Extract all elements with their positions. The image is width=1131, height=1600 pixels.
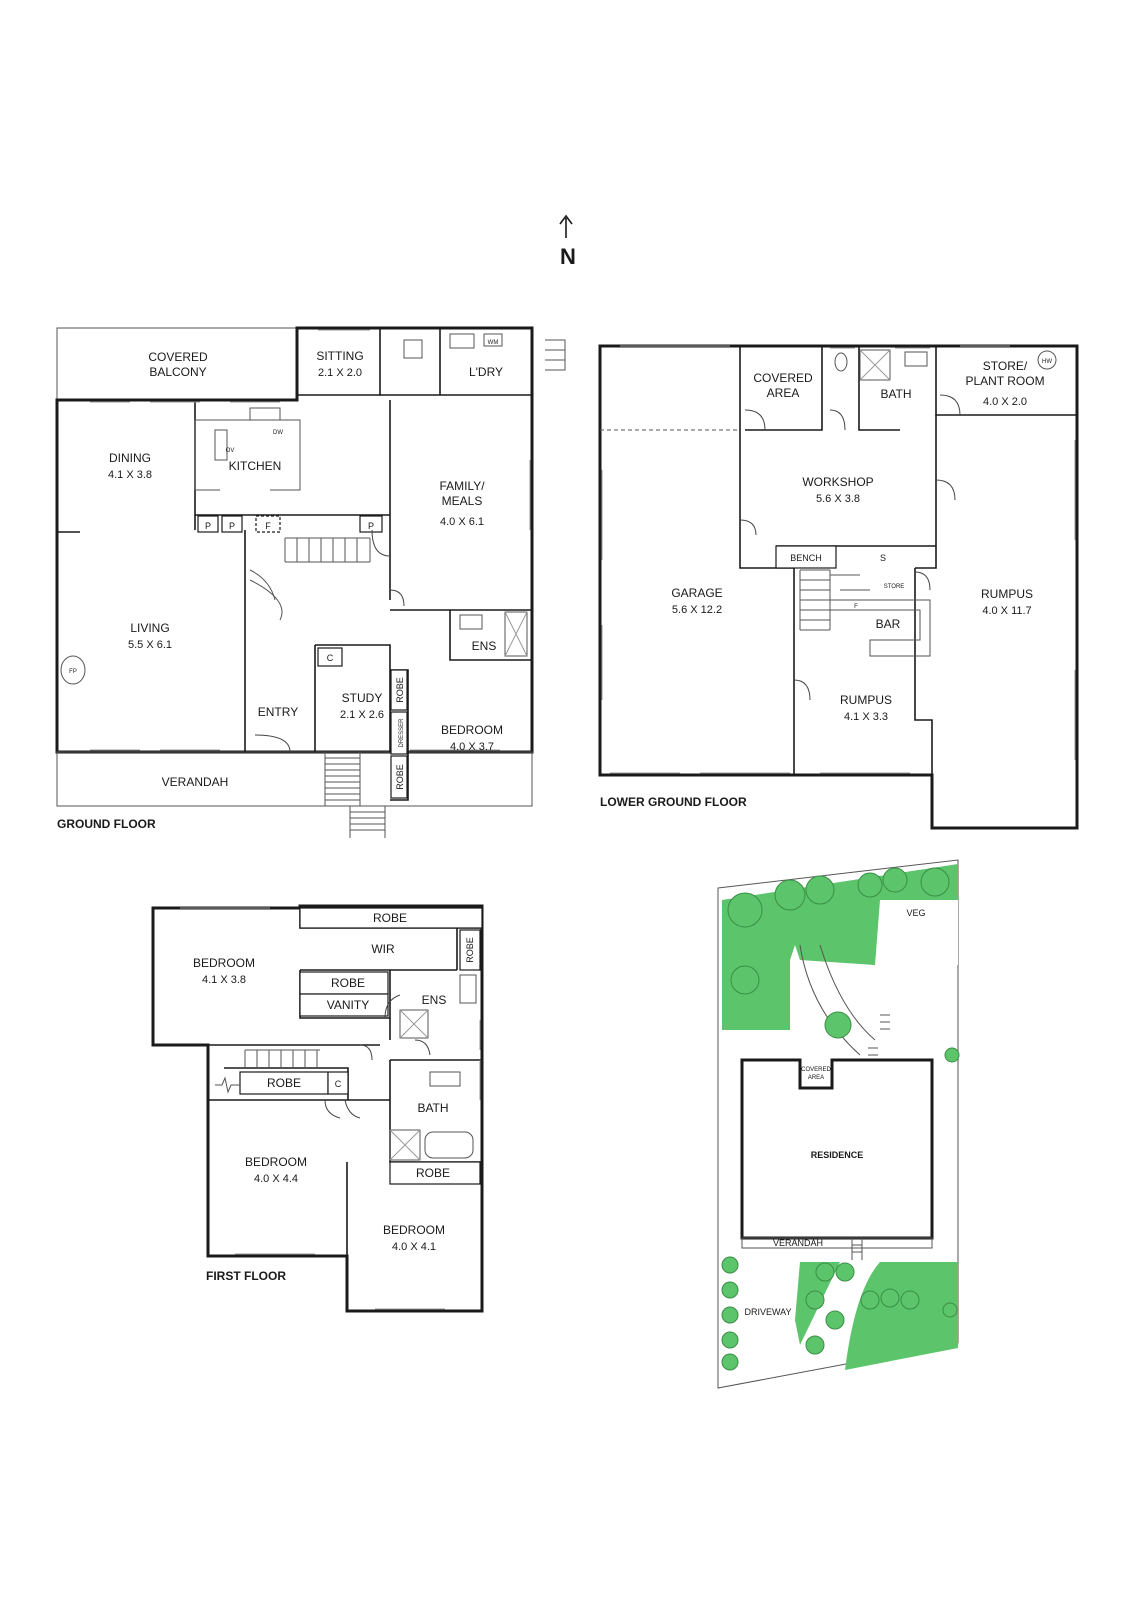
- robe-label-1: ROBE: [395, 677, 405, 703]
- veg-label: VEG: [906, 908, 925, 918]
- study-label: STUDY: [342, 691, 383, 705]
- bedroom-label: BEDROOM: [441, 723, 503, 737]
- ff-ensuite-label: ENS: [422, 993, 447, 1007]
- first-floor-plan: ROBE WIR ROBE BEDROOM 4.1 X 3.8 ROBE VAN…: [151, 904, 484, 1313]
- ground-floor-title: GROUND FLOOR: [57, 817, 156, 831]
- garage-label: GARAGE: [671, 586, 722, 600]
- fireplace-label: FP: [69, 669, 77, 675]
- covered-area-line2: AREA: [767, 386, 800, 400]
- store-plant-dim: 4.0 X 2.0: [983, 396, 1027, 408]
- north-compass: N: [559, 214, 576, 269]
- residence-outline: [740, 1058, 934, 1240]
- kitchen-label: KITCHEN: [229, 459, 282, 473]
- workshop-label: WORKSHOP: [802, 475, 873, 489]
- first-floor-title: FIRST FLOOR: [206, 1269, 286, 1283]
- verandah-outline: [56, 751, 533, 807]
- bar-label: BAR: [876, 617, 901, 631]
- living-label: LIVING: [130, 621, 169, 635]
- washing-machine-label: WM: [488, 340, 499, 346]
- dishwasher-label: DW: [273, 430, 283, 436]
- ground-floor-walls: [55, 326, 534, 754]
- garage-dim: 5.6 X 12.2: [672, 604, 722, 616]
- residence-label: RESIDENCE: [811, 1150, 864, 1160]
- dining-label: DINING: [109, 451, 151, 465]
- driveway-label: DRIVEWAY: [744, 1307, 791, 1317]
- rumpus-large-dim: 4.0 X 11.7: [982, 605, 1031, 617]
- front-garden-right: [845, 1262, 958, 1370]
- ff-bedroom3-label: BEDROOM: [383, 1223, 445, 1237]
- ff-cupboard-label: C: [335, 1079, 342, 1089]
- bar-fridge-label: F: [854, 604, 858, 610]
- pantry-label-2: P: [229, 521, 235, 531]
- lower-ground-floor-plan: COVERED AREA BATH STORE/ PLANT ROOM 4.0 …: [598, 344, 1079, 830]
- oven-label: OV: [226, 448, 235, 454]
- ground-stairs: [249, 537, 371, 621]
- bedroom-dim: 4.0 X 3.7: [450, 741, 494, 753]
- robe-label-2: ROBE: [395, 764, 405, 790]
- workshop-dim: 5.6 X 3.8: [816, 493, 860, 505]
- compass-label: N: [560, 244, 576, 269]
- rumpus-large-label: RUMPUS: [981, 587, 1033, 601]
- lower-ground-walls: [598, 344, 1079, 830]
- lg-bath-label: BATH: [880, 387, 911, 401]
- ff-robe-label-mid: ROBE: [331, 976, 365, 990]
- dining-dim: 4.1 X 3.8: [108, 469, 152, 481]
- north-arrow-icon: [559, 214, 573, 238]
- store-label: STORE: [884, 584, 905, 590]
- dresser-label: DRESSER: [399, 718, 405, 748]
- site-covered-area-line2: AREA: [808, 1075, 824, 1081]
- family-label-line2: MEALS: [442, 494, 483, 508]
- ensuite-label: ENS: [472, 639, 497, 653]
- sitting-label: SITTING: [316, 349, 363, 363]
- ff-bedroom3-dim: 4.0 X 4.1: [392, 1241, 436, 1253]
- workshop-sink-label: S: [880, 553, 886, 563]
- store-plant-line1: STORE/: [983, 359, 1028, 373]
- rumpus-small-label: RUMPUS: [840, 693, 892, 707]
- vanity-label: VANITY: [327, 998, 369, 1012]
- hot-water-label: HW: [1042, 359, 1052, 365]
- ff-robe-label-top: ROBE: [373, 911, 407, 925]
- fridge-label: F: [265, 521, 271, 531]
- ff-bath-label: BATH: [417, 1101, 448, 1115]
- family-label-line1: FAMILY/: [439, 479, 485, 493]
- family-dim: 4.0 X 6.1: [440, 516, 484, 528]
- verandah-label: VERANDAH: [162, 775, 229, 789]
- ff-bedroom2-dim: 4.0 X 4.4: [254, 1173, 298, 1185]
- fireplace-icon: [60, 655, 86, 685]
- wir-label: WIR: [371, 942, 395, 956]
- store-plant-line2: PLANT ROOM: [965, 374, 1044, 388]
- rumpus-small-dim: 4.1 X 3.3: [844, 711, 888, 723]
- sitting-dim: 2.1 X 2.0: [318, 367, 362, 379]
- living-dim: 5.5 X 6.1: [128, 639, 172, 651]
- study-dim: 2.1 X 2.6: [340, 709, 384, 721]
- lower-ground-floor-title: LOWER GROUND FLOOR: [600, 795, 747, 809]
- ff-bedroom1-label: BEDROOM: [193, 956, 255, 970]
- ff-robe-label-lower: ROBE: [267, 1076, 301, 1090]
- site-verandah-label: VERANDAH: [773, 1238, 823, 1248]
- study-cupboard-label: C: [327, 653, 334, 663]
- ff-robe-label-side: ROBE: [465, 937, 475, 963]
- site-covered-area-line1: COVERED: [801, 1067, 831, 1073]
- entry-label: ENTRY: [258, 705, 298, 719]
- laundry-label: L'DRY: [469, 365, 503, 379]
- trees: [721, 867, 960, 1371]
- ff-bedroom2-label: BEDROOM: [245, 1155, 307, 1169]
- hot-water-icon: [1037, 350, 1057, 370]
- bench-label: BENCH: [790, 553, 822, 563]
- covered-balcony-outline: [56, 327, 298, 401]
- site-plan: VEG COVERED AREA RESIDENCE VERANDAH DRIV…: [717, 859, 960, 1389]
- covered-area-line1: COVERED: [753, 371, 813, 385]
- ff-bedroom1-dim: 4.1 X 3.8: [202, 974, 246, 986]
- pantry-label-3: P: [368, 521, 374, 531]
- ff-robe-label-bath: ROBE: [416, 1166, 450, 1180]
- pantry-label-1: P: [205, 521, 211, 531]
